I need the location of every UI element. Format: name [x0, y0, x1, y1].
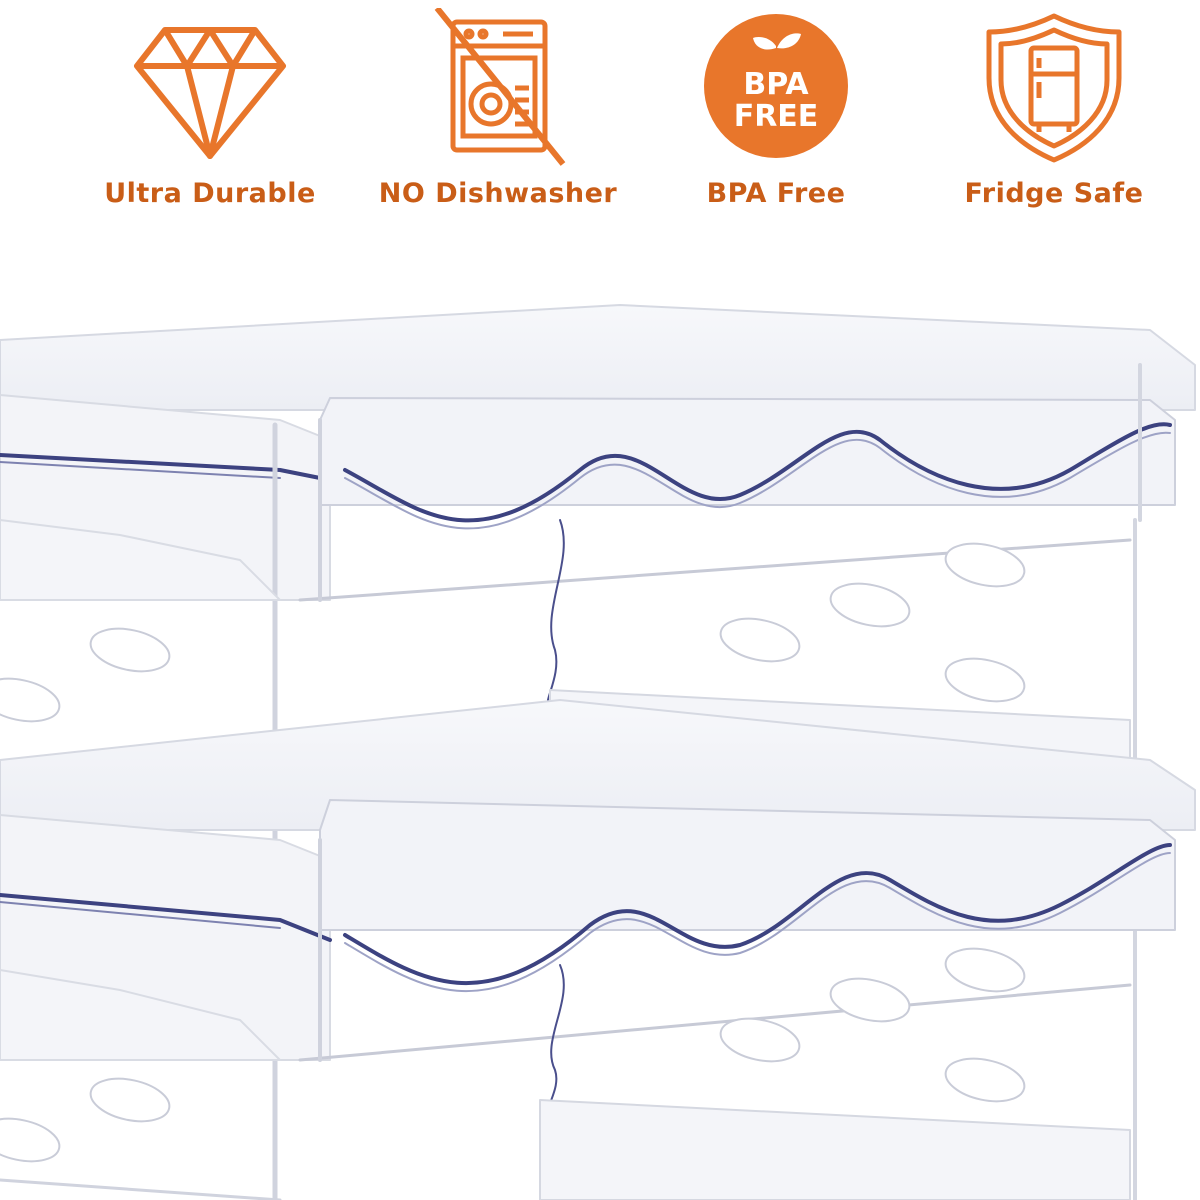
no-dishwasher-icon [434, 8, 566, 166]
diamond-icon [134, 27, 286, 159]
fridge-shield-icon [986, 13, 1122, 163]
feature-strip: Ultra Durable NO Dishwasher [0, 0, 1200, 260]
wine-rack-image [0, 304, 1196, 1200]
feature-label: Ultra Durable [104, 178, 316, 209]
feature-fridge-safe: Fridge Safe [924, 0, 1184, 240]
feature-bpa-free: BPA FREE BPA Free [646, 0, 906, 240]
feature-label: Fridge Safe [964, 178, 1144, 209]
bpa-free-badge-icon: BPA FREE [704, 14, 848, 158]
feature-no-dishwasher: NO Dishwasher [368, 0, 628, 240]
feature-ultra-durable: Ultra Durable [80, 0, 340, 240]
feature-label: BPA Free [706, 178, 846, 209]
badge-line-1: BPA [743, 67, 809, 102]
feature-label: NO Dishwasher [378, 178, 618, 209]
badge-line-2: FREE [734, 99, 819, 134]
